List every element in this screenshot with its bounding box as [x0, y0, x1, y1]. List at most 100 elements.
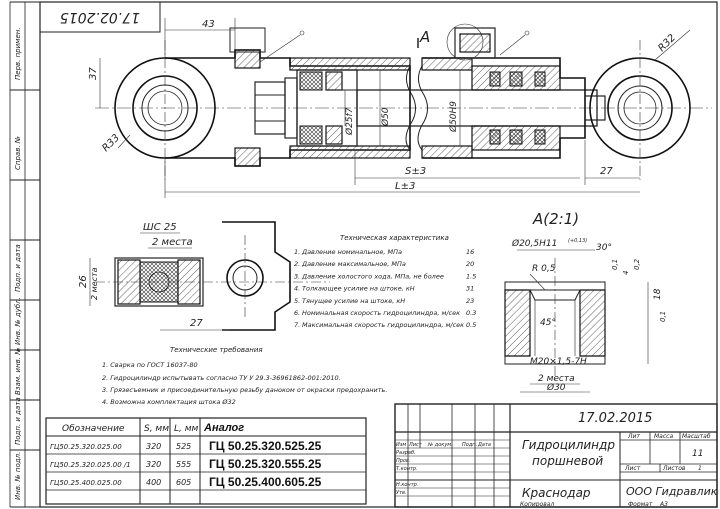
tb-sheet-label: Лист — [624, 465, 641, 472]
dim-01b: 0,1 — [659, 311, 667, 322]
tb-lit-label: Лит — [627, 433, 640, 440]
title-date: 17.02.2015 — [578, 411, 652, 426]
two-places-side: 2 места — [90, 267, 99, 300]
side-label: Инв. № подл. — [14, 452, 22, 500]
tech-char-number: 4. — [294, 285, 300, 293]
table-row: ГЦ50.25.320.025.00 320 525 ГЦ 50.25.320.… — [50, 439, 322, 453]
dim-l3: L±3 — [395, 181, 415, 192]
dim-d50h9: Ø50H9 — [448, 101, 459, 133]
dim-30deg: 30° — [596, 243, 612, 253]
tech-char-value: 1.5 — [466, 272, 476, 280]
stamp-date: 17.02.2015 — [60, 9, 140, 25]
tech-characteristics: Техническая характеристика 1.Давление но… — [294, 234, 476, 329]
tb-role: Н.контр. — [396, 482, 418, 488]
svg-text:ГЦ50.25.320.025.00 /1: ГЦ50.25.320.025.00 /1 — [50, 461, 131, 469]
svg-text:ГЦ50.25.400.025.00: ГЦ50.25.400.025.00 — [50, 479, 122, 487]
table-header: S, мм — [144, 424, 169, 434]
dim-37: 37 — [88, 67, 99, 80]
dim-45deg: 45° — [540, 318, 556, 328]
side-label: Взам. инв. № — [14, 347, 22, 395]
table-header: Обозначение — [62, 424, 125, 434]
tb-sheets-label: Листов — [662, 465, 686, 472]
tb-row-label: Изм — [396, 442, 406, 448]
tb-role: Пров. — [396, 458, 411, 464]
tech-char-number: 3. — [294, 272, 300, 280]
svg-text:320: 320 — [146, 460, 161, 469]
tb-scale-value: 11 — [692, 449, 703, 459]
side-label: Подп. и дата — [14, 244, 22, 292]
dim-43: 43 — [202, 19, 215, 30]
main-view: A 43 37 R33 R32 Ø25f7 Ø50 Ø50H9 S±3 L±3 … — [88, 18, 712, 198]
two-places-detail: 2 места — [538, 374, 575, 384]
tech-char-value: 0.5 — [466, 321, 476, 329]
tb-row-label: № докум. — [427, 442, 453, 448]
dim-r33: R33 — [100, 132, 122, 154]
side-label: Справ. № — [14, 136, 22, 170]
tech-req-item: 2. Гидроцилиндр испытывать согласно ТУ У… — [102, 374, 341, 382]
sheet-frame — [39, 1, 718, 508]
tech-req-item: 1. Сварка по ГОСТ 16037-80 — [102, 361, 198, 369]
tech-char-label: Номинальная скорость гидроцилиндра, м/се… — [302, 309, 460, 317]
tol-d205: (+0,13) — [568, 238, 587, 244]
tech-char-value: 0.3 — [466, 309, 476, 317]
tech-char-value: 16 — [466, 248, 474, 256]
tb-role: Утв. — [396, 490, 407, 496]
dim-4: 4 — [622, 271, 630, 275]
dim-d25: Ø25f7 — [344, 107, 355, 136]
svg-text:320: 320 — [146, 442, 161, 451]
side-label: Инв. № дубл. — [14, 297, 22, 345]
bushing-view: ШС 25 2 места 26 2 места 27 — [78, 221, 330, 331]
svg-text:555: 555 — [176, 460, 191, 469]
tech-char-number: 6. — [294, 309, 300, 317]
svg-text:ГЦ50.25.320.025.00: ГЦ50.25.320.025.00 — [50, 443, 122, 451]
dim-r32: R32 — [656, 32, 678, 54]
title-name-1: Гидроцилиндр — [522, 438, 615, 452]
tb-format-label: Формат — [628, 501, 653, 508]
dim-18: 18 — [653, 288, 663, 300]
table-header: L, мм — [174, 424, 199, 434]
tech-char-value: 23 — [466, 297, 474, 305]
tb-copied: Копировал — [520, 501, 554, 508]
detail-a: A(2:1) Ø20,5H11 (+0,13) 30° R 0,5 0,1 4 … — [504, 210, 667, 393]
title-company: ООО Гидравлик — [626, 485, 718, 498]
tech-char-label: Толкающее усилие на штоке, кН — [302, 285, 415, 293]
svg-text:ГЦ 50.25.400.605.25: ГЦ 50.25.400.605.25 — [209, 475, 322, 489]
side-column: Перв. примен. Справ. № Подп. и дата Инв.… — [9, 1, 40, 508]
tech-char-number: 7. — [294, 321, 300, 329]
tech-char-number: 2. — [294, 260, 300, 268]
side-label: Перв. примен. — [14, 27, 22, 80]
dim-r05: R 0,5 — [532, 264, 556, 274]
tech-requirements: Технические требования 1. Сварка по ГОСТ… — [102, 346, 387, 406]
tech-char-title: Техническая характеристика — [340, 234, 449, 242]
tb-row-label: Лист — [408, 442, 423, 448]
table-row: ГЦ50.25.400.025.00 400 605 ГЦ 50.25.400.… — [50, 475, 322, 489]
tb-role: Разраб. — [396, 450, 416, 456]
dim-27-bushing: 27 — [190, 318, 203, 329]
tb-role: Т.контр. — [396, 466, 418, 472]
title-name-2: поршневой — [532, 454, 603, 468]
dim-thread: M20×1,5-7H — [530, 357, 587, 367]
callout-a: A — [419, 28, 430, 46]
two-places-bushing: 2 места — [152, 237, 193, 248]
side-label: Подп. и дата — [14, 397, 22, 445]
dim-s3: S±3 — [405, 166, 426, 177]
svg-text:525: 525 — [176, 442, 191, 451]
tech-req-title: Технические требования — [170, 346, 263, 354]
tech-char-label: Максимальная скорость гидроцилиндра, м/с… — [302, 321, 464, 329]
table-header-analog: Аналог — [203, 422, 244, 434]
tech-char-number: 5. — [294, 297, 300, 305]
detail-a-title: A(2:1) — [532, 210, 579, 228]
title-city: Краснодар — [522, 486, 591, 500]
tb-sheets-value: 1 — [698, 465, 702, 472]
tb-mass-label: Масса — [654, 433, 673, 440]
dim-01: 0,1 — [611, 259, 619, 270]
dim-d30: Ø30 — [546, 382, 566, 393]
tb-row-label: Подп. — [462, 442, 477, 448]
tech-char-label: Давление максимальное, МПа — [301, 260, 406, 268]
tech-char-label: Давление номинальное, МПа — [301, 248, 402, 256]
dim-27-main: 27 — [600, 166, 613, 177]
svg-text:400: 400 — [146, 478, 161, 487]
dim-d205: Ø20,5H11 — [511, 238, 557, 249]
tech-char-value: 20 — [466, 260, 474, 268]
dim-26: 26 — [78, 275, 89, 288]
